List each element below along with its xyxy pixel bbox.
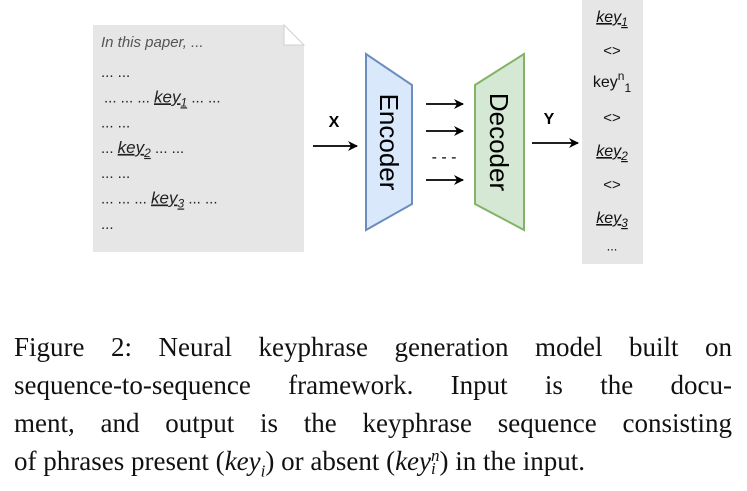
caption-text-present: of phrases present ( <box>14 446 225 476</box>
document-line: ... ... ... key1 ... ... <box>104 87 221 109</box>
input-document: In this paper, ... ... ... ... ... ... ke… <box>93 23 306 252</box>
input-label: X <box>329 114 340 131</box>
caption-line-1: Figure 2: Neural keyphrase generation mo… <box>14 332 732 362</box>
document-line: ... ... <box>101 115 130 132</box>
context-dashes: - - - <box>432 149 457 166</box>
encoder-block: Encoder <box>365 52 413 232</box>
document-line: ... ... <box>101 64 130 81</box>
document-line: ... key2 ... ... <box>101 138 184 160</box>
output-separator: <> <box>603 177 621 194</box>
caption-line-3: ment, and output is the keyphrase sequen… <box>14 408 732 438</box>
document-line: ... ... ... key3 ... ... <box>101 189 218 211</box>
output-sequence: key1 <> keyn1 <> key2 <> key3... <box>582 0 643 264</box>
document-first-line: In this paper, ... <box>101 34 204 51</box>
encoder-shape <box>365 52 413 232</box>
output-panel <box>582 0 643 264</box>
decoder-label: Decoder <box>484 93 514 192</box>
decoder-block: Decoder <box>474 52 525 232</box>
keyphrase-model-diagram: In this paper, ... ... ...... ... ... ke… <box>93 0 643 264</box>
caption-line-4: of phrases present (keyi) or absent (key… <box>14 442 732 490</box>
caption-text-absent: ) or absent ( <box>265 446 396 476</box>
output-label: Y <box>544 111 555 128</box>
output-absent-key: keyn1 <box>593 69 632 95</box>
decoder-shape <box>474 52 525 232</box>
document-line: ... ... <box>101 165 130 182</box>
caption-math-present: keyi <box>224 446 266 481</box>
caption-line-2: sequence-to-sequence framework. Input is… <box>14 370 732 400</box>
figure-caption: Figure 2: Neural keyphrase generation mo… <box>14 328 732 490</box>
output-items: key1 <> keyn1 <> key2 <> key3... <box>593 9 632 254</box>
output-present-key: key2 <box>596 143 628 163</box>
output-ellipsis: ... <box>607 239 618 254</box>
document-folded-corner <box>283 23 306 46</box>
context-arrows: - - - <box>426 99 464 185</box>
caption-text-end: ) in the input. <box>439 446 586 476</box>
document-lines: ... ... ... ... ... key1 ... ... ... .....… <box>101 64 221 233</box>
output-separator: <> <box>603 43 621 60</box>
document-line: ... <box>101 216 114 233</box>
output-present-key: key3 <box>596 210 628 230</box>
output-separator: <> <box>603 110 621 127</box>
output-present-key: key1 <box>596 9 628 29</box>
document-shape <box>93 25 304 252</box>
encoder-label: Encoder <box>374 94 404 191</box>
